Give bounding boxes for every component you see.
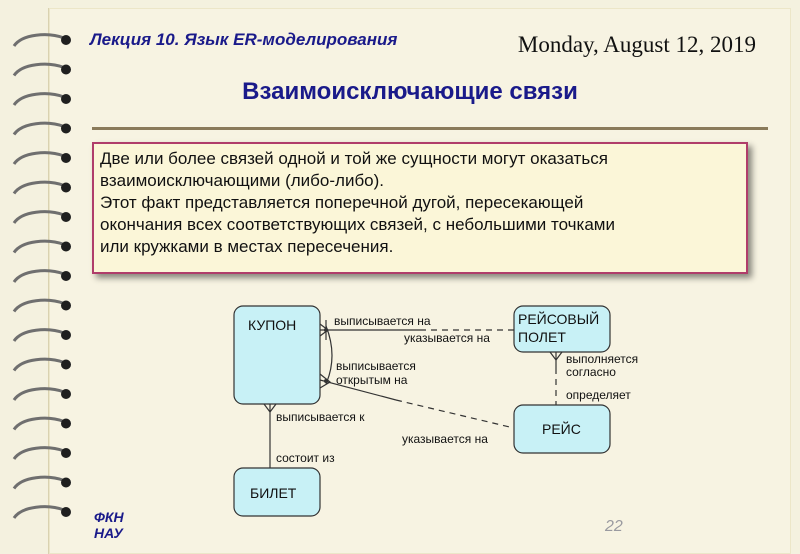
rel-label: выписывается к (276, 410, 365, 424)
spiral-hole (61, 448, 71, 458)
spiral-hole (61, 94, 71, 104)
definition-line: окончания всех соответствующих связей, с… (100, 215, 615, 234)
rel-label: открытым на (336, 373, 408, 387)
rel-line-kupon-reys-dash (395, 399, 515, 429)
entity-reysovy-polet-label-1: РЕЙСОВЫЙ (518, 310, 599, 327)
spiral-hole (61, 212, 71, 222)
definition-line: Этот факт представляется поперечной дуго… (100, 193, 584, 212)
spiral-hole (61, 35, 71, 45)
org-line-1: ФКН (94, 509, 124, 525)
spiral-ring (12, 446, 65, 460)
rel-label: определяет (566, 388, 631, 402)
spiral-hole (61, 300, 71, 311)
spiral-ring (12, 328, 65, 342)
entity-kupon-label: КУПОН (248, 317, 296, 333)
rel-label: согласно (566, 365, 616, 379)
spiral-ring (12, 121, 65, 136)
entity-bilet-label: БИЛЕТ (250, 485, 297, 501)
spiral-ring (12, 475, 65, 490)
slide-date: Monday, August 12, 2019 (517, 32, 756, 57)
spiral-ring (12, 387, 65, 401)
spiral-binding (12, 33, 71, 519)
spiral-hole (61, 359, 71, 370)
lecture-header: Лекция 10. Язык ER-моделирования (90, 30, 398, 49)
entity-reys (513, 404, 611, 454)
spiral-hole (61, 389, 71, 399)
rel-label: указывается на (402, 432, 488, 446)
title-divider (92, 127, 768, 130)
spiral-ring (12, 92, 65, 106)
rel-label: состоит из (276, 451, 335, 465)
spiral-ring (12, 298, 65, 313)
spiral-hole (61, 123, 71, 134)
spiral-ring (12, 269, 65, 283)
spiral-hole (61, 153, 71, 163)
definition-box: Две или более связей одной и той же сущн… (92, 142, 748, 274)
org-line-2: НАУ (94, 525, 123, 541)
rel-label: выполняется (566, 352, 638, 366)
slide-title: Взаимоисключающие связи (242, 78, 578, 105)
exclusive-arc (325, 325, 333, 385)
org-mark: ФКН НАУ (94, 509, 124, 541)
crowfoot-polet (549, 351, 563, 361)
spiral-hole (61, 271, 71, 281)
definition-line: или кружками в местах пересечения. (100, 237, 394, 256)
rel-label: указывается на (404, 331, 490, 345)
rel-line-kupon-reys-solid (319, 379, 397, 401)
spiral-hole (61, 507, 71, 517)
spiral-hole (61, 330, 71, 340)
entity-bilet (233, 467, 321, 517)
entity-reys-label: РЕЙС (542, 420, 581, 437)
entity-reysovy-polet-label-2: ПОЛЕТ (518, 329, 566, 345)
notebook-paper (48, 8, 791, 554)
spiral-ring (12, 357, 65, 372)
page-number: 22 (605, 518, 623, 535)
crowfoot-kupon-reys (319, 373, 332, 389)
spiral-ring (12, 505, 65, 519)
spiral-hole (61, 241, 71, 252)
rel-label: выписывается на (334, 314, 431, 328)
spiral-hole (61, 64, 71, 75)
spiral-ring (12, 239, 65, 254)
spiral-hole (61, 182, 71, 193)
spiral-ring (12, 180, 65, 195)
spiral-ring (12, 151, 65, 165)
definition-line: Две или более связей одной и той же сущн… (100, 149, 608, 168)
definition-line: взаимоисключающими (либо-либо). (100, 171, 385, 190)
spiral-hole (61, 477, 71, 488)
entity-kupon (233, 305, 321, 405)
spiral-ring (12, 33, 65, 47)
crowfoot-kupon-bilet (263, 403, 277, 413)
spiral-ring (12, 62, 65, 77)
spiral-ring (12, 210, 65, 224)
rel-label: выписывается (336, 359, 416, 373)
spiral-hole (61, 418, 71, 429)
er-diagram: .ent { fill:#c8f1f6; stroke:#333; stroke… (233, 305, 638, 517)
spiral-ring (12, 416, 65, 431)
